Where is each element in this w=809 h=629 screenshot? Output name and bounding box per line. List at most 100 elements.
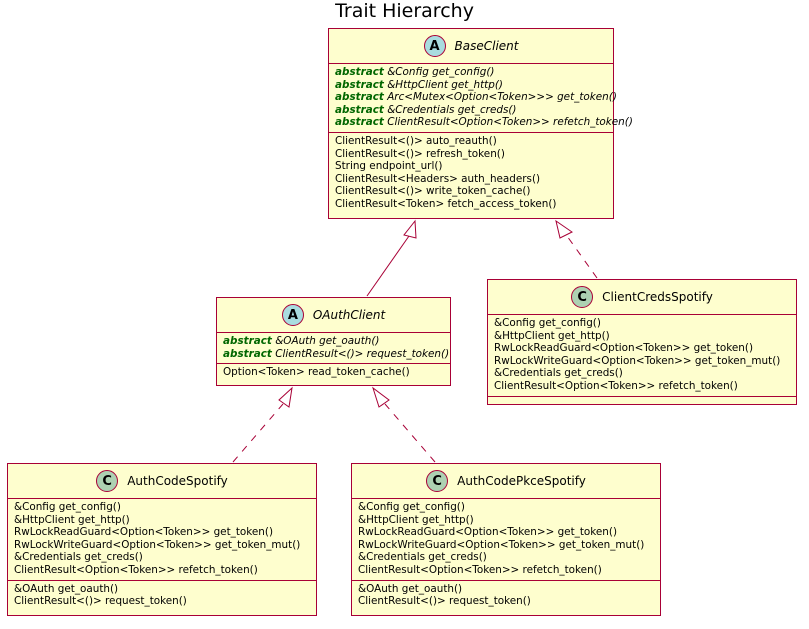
method: ClientResult<Option<Token>> refetch_toke… (358, 564, 654, 577)
method: ClientResult<()> auto_reauth() (335, 135, 607, 148)
method-signature: ClientResult<()> refresh_token() (335, 147, 505, 160)
method: ClientResult<()> request_token() (14, 595, 310, 608)
edge-clientcreds-baseclient (566, 235, 598, 279)
method-signature: RwLockWriteGuard<Option<Token>> get_toke… (358, 538, 645, 551)
method-signature: &HttpClient get_http() (387, 78, 503, 91)
class-auth-code-spotify: C AuthCodeSpotify &Config get_config()&H… (7, 463, 317, 616)
method-signature: &OAuth get_oauth() (358, 582, 463, 595)
abstract-methods: abstract &OAuth get_oauth()abstract Clie… (217, 332, 450, 363)
method: &Config get_config() (494, 317, 790, 330)
class-icon: C (426, 470, 449, 492)
method-signature: ClientResult<()> write_token_cache() (335, 185, 531, 198)
class-auth-code-pkce-spotify: C AuthCodePkceSpotify &Config get_config… (351, 463, 661, 616)
abstract-method: abstract &Config get_config() (335, 66, 607, 79)
abstract-method: abstract Arc<Mutex<Option<Token>>> get_t… (335, 91, 617, 104)
method-signature: RwLockReadGuard<Option<Token>> get_token… (494, 342, 753, 355)
method-signature: Arc<Mutex<Option<Token>>> get_token() (387, 91, 617, 104)
method-signature: &OAuth get_oauth() (275, 335, 380, 347)
method-signature: ClientResult<Option<Token>> refetch_toke… (387, 116, 633, 129)
class-name: AuthCodePkceSpotify (457, 474, 586, 488)
abstract-keyword: abstract (223, 347, 272, 360)
method: ClientResult<Option<Token>> refetch_toke… (14, 564, 310, 577)
method: &HttpClient get_http() (14, 514, 310, 527)
method: ClientResult<Headers> auth_headers() (335, 173, 607, 186)
class-name: BaseClient (454, 39, 519, 53)
abstract-keyword: abstract (335, 116, 384, 129)
abstract-keyword: abstract (335, 91, 384, 104)
method-signature: &Config get_config() (14, 501, 121, 513)
edge-oauthclient-baseclient (366, 235, 410, 297)
edge-authcodepkce-oauthclient (384, 403, 436, 463)
class-name: OAuthClient (312, 308, 386, 322)
method: ClientResult<Token> fetch_access_token() (335, 198, 607, 211)
method-signature: &Credentials get_creds() (494, 367, 623, 380)
abstract-method: abstract &OAuth get_oauth() (223, 335, 444, 348)
method: RwLockReadGuard<Option<Token>> get_token… (494, 342, 790, 355)
method: &Credentials get_creds() (358, 551, 654, 564)
method-signature: ClientResult<Option<Token>> refetch_toke… (494, 379, 738, 392)
abstract-keyword: abstract (335, 66, 384, 78)
abstract-keyword: abstract (335, 103, 384, 116)
method-signature: ClientResult<Token> fetch_access_token() (335, 197, 557, 210)
method-signature: &OAuth get_oauth() (14, 582, 119, 595)
methods: Option<Token> read_token_cache() (217, 363, 450, 382)
method-signature: &HttpClient get_http() (14, 513, 130, 526)
method: &OAuth get_oauth() (14, 583, 310, 596)
method: &OAuth get_oauth() (358, 583, 654, 596)
method: &HttpClient get_http() (358, 514, 654, 527)
method: ClientResult<()> write_token_cache() (335, 185, 607, 198)
method: RwLockWriteGuard<Option<Token>> get_toke… (358, 539, 654, 552)
method-signature: &Credentials get_creds() (387, 103, 517, 116)
method: RwLockWriteGuard<Option<Token>> get_toke… (494, 355, 790, 368)
arrowhead-baseclient-1 (403, 219, 417, 239)
diagram-title: Trait Hierarchy (335, 0, 474, 22)
abstract-keyword: abstract (223, 335, 272, 347)
class-header: C AuthCodePkceSpotify (352, 464, 660, 498)
class-icon: C (96, 470, 119, 492)
method-signature: RwLockWriteGuard<Option<Token>> get_toke… (494, 354, 781, 367)
class-client-creds-spotify: C ClientCredsSpotify &Config get_config(… (487, 279, 797, 405)
extra-methods: &OAuth get_oauth()ClientResult<()> reque… (8, 579, 316, 611)
method: &Config get_config() (358, 501, 654, 514)
class-header: A OAuthClient (217, 298, 450, 332)
method-signature: &Credentials get_creds() (358, 551, 487, 564)
method-signature: RwLockReadGuard<Option<Token>> get_token… (358, 526, 617, 539)
methods: &Config get_config()&HttpClient get_http… (8, 498, 316, 580)
extra-methods: &OAuth get_oauth()ClientResult<()> reque… (352, 579, 660, 611)
method-signature: ClientResult<Headers> auth_headers() (335, 172, 541, 185)
class-header: A BaseClient (329, 29, 613, 63)
method: &Credentials get_creds() (494, 367, 790, 380)
method: &Credentials get_creds() (14, 551, 310, 564)
method: ClientResult<()> request_token() (358, 595, 654, 608)
method-signature: &Config get_config() (387, 66, 495, 78)
arrowhead-baseclient-2 (555, 219, 573, 239)
method-signature: &Config get_config() (494, 317, 601, 329)
abstract-class-icon: A (423, 35, 446, 57)
edge-authcode-oauthclient (232, 403, 284, 463)
abstract-keyword: abstract (335, 78, 384, 91)
method: RwLockReadGuard<Option<Token>> get_token… (358, 526, 654, 539)
class-icon: C (571, 286, 594, 308)
class-header: C AuthCodeSpotify (8, 464, 316, 498)
abstract-method: abstract &Credentials get_creds() (335, 104, 607, 117)
method: &HttpClient get_http() (494, 330, 790, 343)
empty-section (488, 395, 796, 403)
method: ClientResult<()> refresh_token() (335, 148, 607, 161)
class-base-client: A BaseClient abstract &Config get_config… (328, 28, 633, 219)
method-signature: &HttpClient get_http() (358, 513, 474, 526)
class-name: AuthCodeSpotify (127, 474, 228, 488)
abstract-method: abstract ClientResult<Option<Token>> ref… (335, 116, 633, 129)
method-signature: String endpoint_url() (335, 160, 443, 173)
method-signature: &Config get_config() (358, 501, 465, 513)
methods: ClientResult<()> auto_reauth()ClientResu… (329, 131, 613, 214)
abstract-method: abstract &HttpClient get_http() (335, 79, 607, 92)
method-signature: ClientResult<()> request_token() (14, 595, 187, 608)
methods: &Config get_config()&HttpClient get_http… (352, 498, 660, 580)
method-signature: RwLockWriteGuard<Option<Token>> get_toke… (14, 538, 301, 551)
class-header: C ClientCredsSpotify (488, 280, 796, 314)
method-signature: RwLockReadGuard<Option<Token>> get_token… (14, 526, 273, 539)
class-oauth-client: A OAuthClient abstract &OAuth get_oauth(… (216, 297, 451, 386)
method-signature: ClientResult<()> auto_reauth() (335, 134, 497, 147)
arrowhead-oauthclient-2 (372, 386, 390, 408)
